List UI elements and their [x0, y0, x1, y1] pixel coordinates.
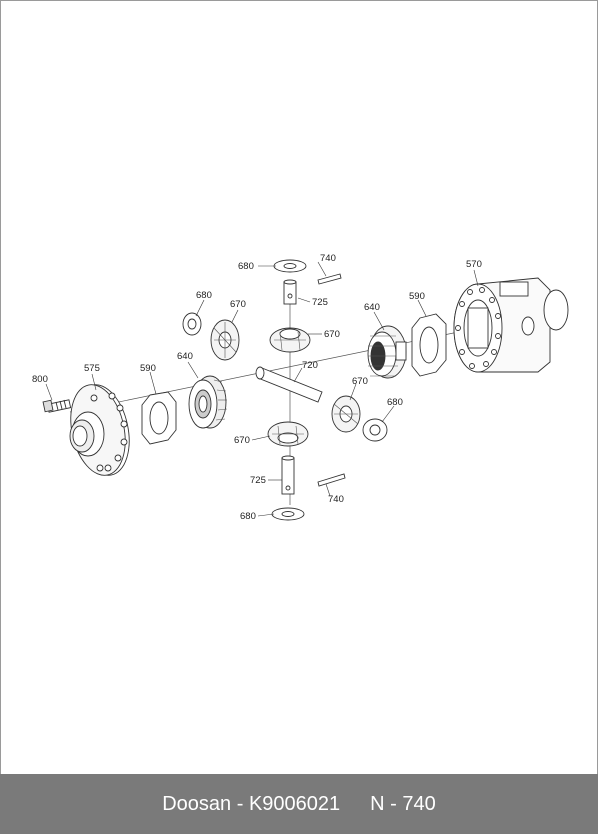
callout-720: 720 [302, 360, 318, 371]
thrust-washer-680-left [182, 312, 202, 336]
footer-brand: Doosan [162, 792, 232, 815]
callout-575: 575 [84, 363, 100, 374]
callout-570: 570 [466, 259, 482, 270]
pinion-gear-670-bottom [267, 421, 309, 447]
callout-670-bottom: 670 [234, 435, 250, 446]
callout-725-top: 725 [312, 297, 328, 308]
callout-640-right: 640 [364, 302, 380, 313]
pinion-gear-670-top [269, 327, 311, 353]
side-gear-640-left [188, 375, 228, 429]
pinion-gear-670-right [331, 395, 361, 433]
callout-590-left: 590 [140, 363, 156, 374]
callout-680-right: 680 [387, 397, 403, 408]
callout-740-bottom: 740 [328, 494, 344, 505]
side-gear-640-right [367, 325, 407, 379]
cover-flange-575 [69, 384, 130, 476]
roll-pin-740-bottom [317, 473, 346, 487]
bolt-800 [42, 399, 72, 413]
roll-pin-740-top [317, 273, 342, 285]
friction-plate-590-right [411, 313, 447, 377]
callout-670-left: 670 [230, 299, 246, 310]
thrust-washer-680-right [362, 418, 388, 442]
cross-shaft-720 [255, 366, 323, 403]
pinion-gear-670-left [210, 319, 240, 361]
callout-670-right: 670 [352, 376, 368, 387]
callout-725-bottom: 725 [250, 475, 266, 486]
callout-680-top-left: 680 [196, 290, 212, 301]
thrust-washer-680-top [273, 259, 307, 273]
callout-680-top: 680 [238, 261, 254, 272]
callout-800: 800 [32, 374, 48, 385]
friction-plate-590-left [141, 391, 177, 445]
pin-725-bottom [281, 455, 295, 495]
exploded-differential-diagram: 570 590 640 680 670 680 740 725 670 720 … [32, 253, 569, 522]
pin-725-top [283, 279, 297, 305]
callout-740-top: 740 [320, 253, 336, 264]
callout-640-left: 640 [177, 351, 193, 362]
differential-case-570 [453, 277, 569, 373]
footer-reference: N - 740 [370, 792, 436, 815]
footer-bar: Doosan - K9006021 N - 740 [0, 774, 598, 834]
callout-590-right: 590 [409, 291, 425, 302]
callout-670-top: 670 [324, 329, 340, 340]
footer-separator: - [236, 792, 244, 815]
thrust-washer-680-bottom [271, 507, 305, 521]
callout-680-bottom: 680 [240, 511, 256, 522]
footer-part-number: K9006021 [248, 792, 341, 815]
